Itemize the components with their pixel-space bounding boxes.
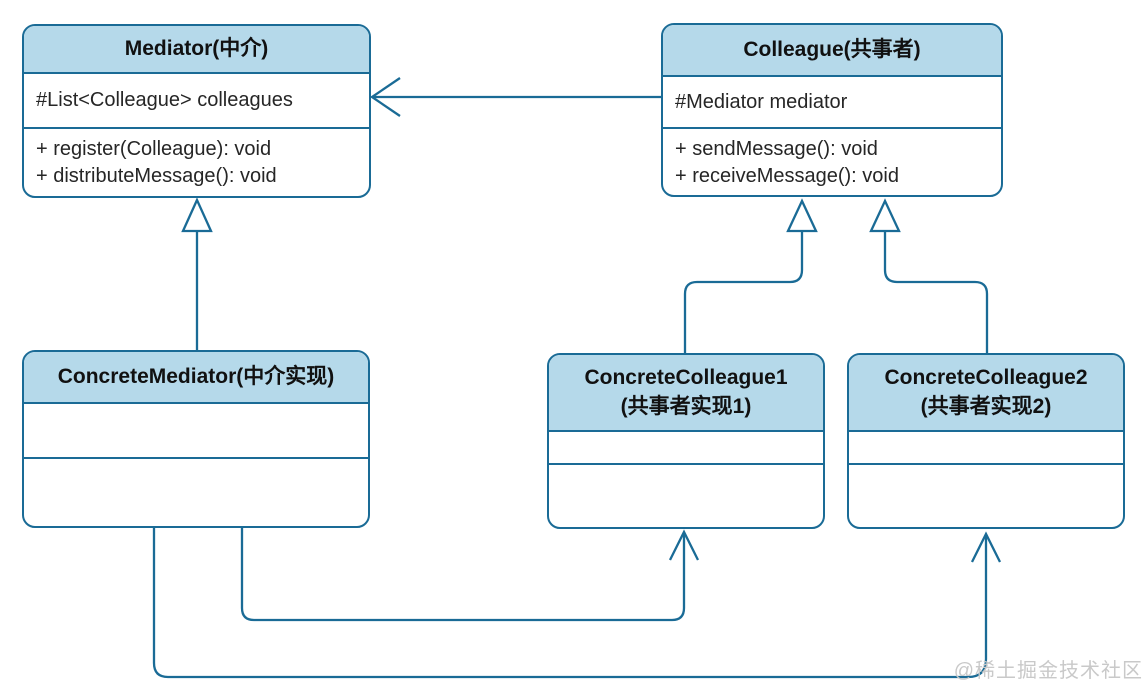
class-title-mediator: Mediator(中介) bbox=[24, 26, 369, 74]
class-methods-concrete-colleague1 bbox=[549, 465, 823, 527]
attribute-row: #Mediator mediator bbox=[675, 90, 848, 113]
class-name: Mediator(中介) bbox=[124, 36, 269, 60]
class-box-concrete-colleague2: ConcreteColleague2 (共事者实现2) bbox=[847, 353, 1125, 529]
class-name-cn: (共事者实现2) bbox=[920, 394, 1052, 418]
generalization-concretecolleague2-to-colleague bbox=[883, 232, 989, 353]
class-box-mediator: Mediator(中介) #List<Colleague> colleagues… bbox=[22, 24, 371, 198]
method-row: + register(Colleague): void bbox=[36, 138, 272, 160]
class-title-concrete-mediator: ConcreteMediator(中介实现) bbox=[24, 352, 368, 404]
class-box-concrete-colleague1: ConcreteColleague1 (共事者实现1) bbox=[547, 353, 825, 529]
triangle-arrowhead-icon bbox=[869, 198, 901, 233]
class-methods-concrete-mediator bbox=[24, 459, 368, 526]
class-title-concrete-colleague1: ConcreteColleague1 (共事者实现1) bbox=[549, 355, 823, 432]
class-methods-concrete-colleague2 bbox=[849, 465, 1123, 527]
class-attributes-concrete-mediator bbox=[24, 404, 368, 459]
class-name: ConcreteColleague1 bbox=[584, 366, 788, 390]
class-box-colleague: Colleague(共事者) #Mediator mediator + send… bbox=[661, 23, 1003, 197]
open-arrowhead-icon bbox=[668, 529, 700, 561]
class-name: Colleague(共事者) bbox=[743, 37, 921, 61]
class-name: ConcreteColleague2 bbox=[884, 366, 1088, 390]
method-row: + receiveMessage(): void bbox=[675, 165, 899, 187]
open-arrowhead-icon bbox=[970, 531, 1002, 563]
triangle-arrowhead-icon bbox=[181, 197, 213, 233]
arrow-concretemediator-to-concretecolleague1 bbox=[240, 528, 686, 622]
method-row: + sendMessage(): void bbox=[675, 138, 878, 160]
class-name-cn: (共事者实现1) bbox=[620, 394, 752, 418]
class-attributes-concrete-colleague2 bbox=[849, 432, 1123, 465]
class-name: ConcreteMediator(中介实现) bbox=[57, 364, 335, 388]
method-row: + distributeMessage(): void bbox=[36, 165, 277, 187]
class-methods-colleague: + sendMessage(): void + receiveMessage()… bbox=[663, 129, 1001, 195]
class-methods-mediator: + register(Colleague): void + distribute… bbox=[24, 129, 369, 196]
generalization-concretecolleague1-to-colleague bbox=[683, 232, 804, 353]
class-title-concrete-colleague2: ConcreteColleague2 (共事者实现2) bbox=[849, 355, 1123, 432]
association-arrowhead-icon bbox=[369, 77, 401, 117]
class-attributes-mediator: #List<Colleague> colleagues bbox=[24, 74, 369, 129]
class-box-concrete-mediator: ConcreteMediator(中介实现) bbox=[22, 350, 370, 528]
triangle-arrowhead-icon bbox=[786, 198, 818, 233]
arrow-concretemediator-to-concretecolleague2 bbox=[152, 528, 988, 679]
watermark-text: @稀土掘金技术社区 bbox=[953, 660, 1143, 682]
class-title-colleague: Colleague(共事者) bbox=[663, 25, 1001, 77]
class-attributes-colleague: #Mediator mediator bbox=[663, 77, 1001, 129]
class-attributes-concrete-colleague1 bbox=[549, 432, 823, 465]
attribute-row: #List<Colleague> colleagues bbox=[36, 89, 293, 111]
